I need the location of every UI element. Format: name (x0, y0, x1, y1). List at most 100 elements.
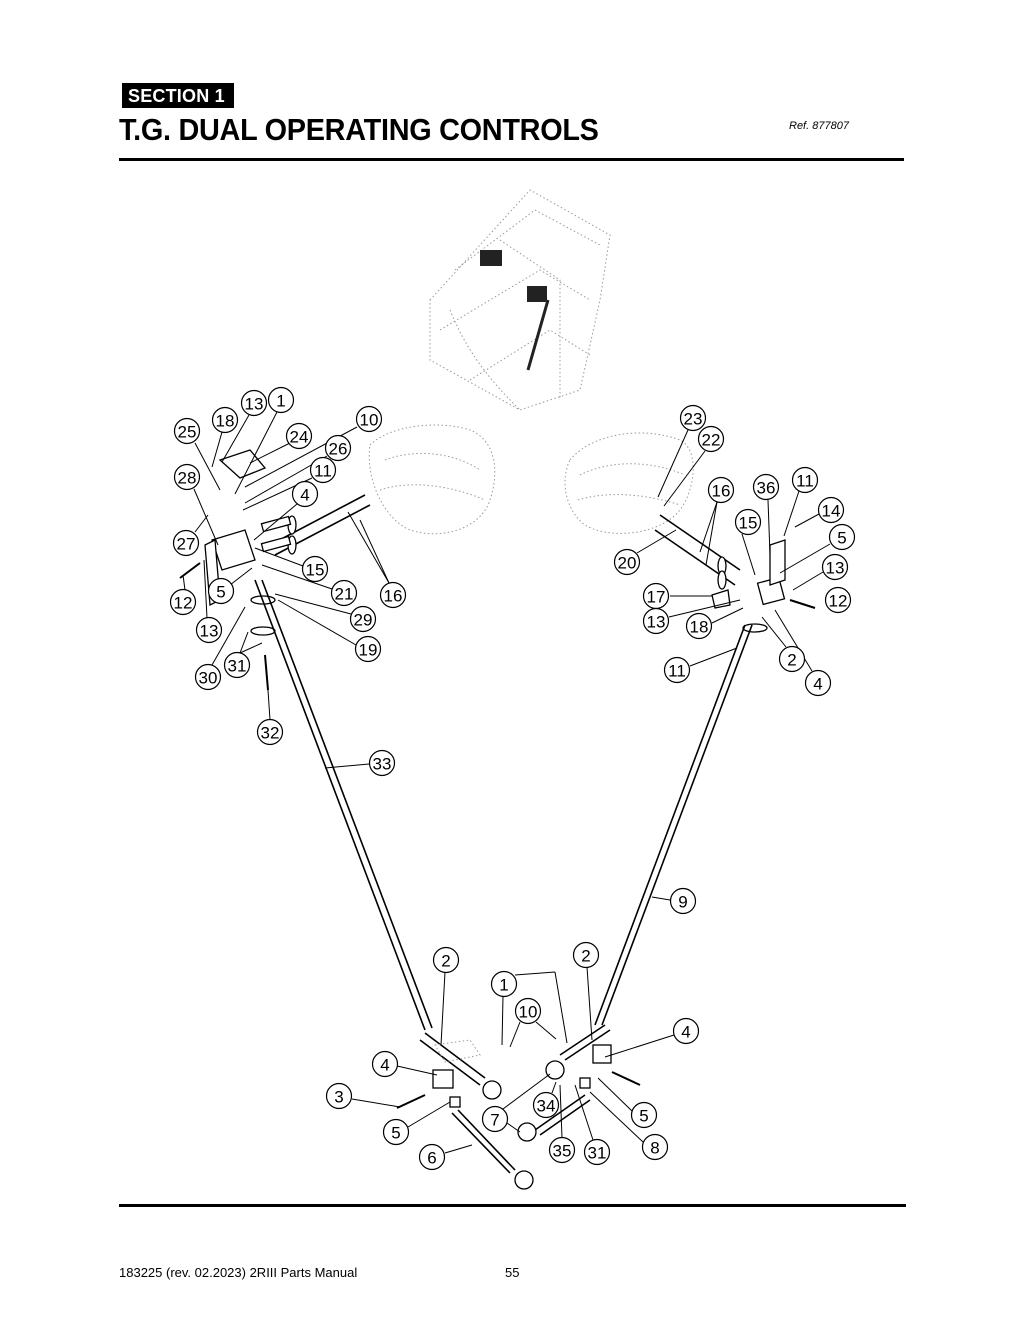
svg-text:18: 18 (690, 618, 709, 637)
part-callout-5: 5 (207, 577, 235, 605)
part-callout-36: 36 (752, 473, 780, 501)
svg-text:7: 7 (490, 1111, 499, 1130)
svg-text:5: 5 (216, 583, 225, 602)
part-callout-27: 27 (172, 529, 200, 557)
reference-number: Ref. 877807 (789, 120, 849, 132)
part-callout-13: 13 (240, 389, 268, 417)
svg-text:15: 15 (306, 561, 325, 580)
part-callout-2: 2 (432, 946, 460, 974)
svg-text:30: 30 (199, 669, 218, 688)
part-callout-7: 7 (481, 1105, 509, 1133)
svg-text:17: 17 (647, 588, 666, 607)
part-callout-34: 34 (532, 1091, 560, 1119)
right-engine-outline (564, 432, 694, 534)
svg-text:5: 5 (391, 1124, 400, 1143)
svg-text:29: 29 (354, 611, 373, 630)
part-callout-4: 4 (291, 480, 319, 508)
part-callout-30: 30 (194, 663, 222, 691)
part-callout-32: 32 (256, 718, 284, 746)
svg-text:32: 32 (261, 724, 280, 743)
section-badge: SECTION 1 (122, 83, 234, 108)
document-info: 183225 (rev. 02.2023) 2RIII Parts Manual (119, 1265, 358, 1280)
part-callout-11: 11 (663, 656, 691, 684)
svg-text:15: 15 (739, 514, 758, 533)
part-callout-22: 22 (697, 425, 725, 453)
part-callout-16: 16 (707, 476, 735, 504)
svg-text:11: 11 (314, 462, 332, 481)
part-callout-26: 26 (324, 434, 352, 462)
part-callout-5: 5 (382, 1118, 410, 1146)
part-callout-4: 4 (672, 1017, 700, 1045)
part-callout-6: 6 (418, 1143, 446, 1171)
part-callout-10: 10 (514, 997, 542, 1025)
svg-text:11: 11 (796, 472, 814, 491)
part-callout-2: 2 (778, 645, 806, 673)
svg-text:18: 18 (216, 412, 235, 431)
part-callout-13: 13 (821, 553, 849, 581)
svg-text:4: 4 (681, 1023, 690, 1042)
svg-text:23: 23 (684, 410, 703, 429)
svg-text:12: 12 (829, 592, 848, 611)
svg-text:10: 10 (519, 1003, 538, 1022)
svg-text:28: 28 (178, 469, 197, 488)
part-callout-21: 21 (330, 579, 358, 607)
svg-text:5: 5 (837, 529, 846, 548)
part-callout-29: 29 (349, 605, 377, 633)
part-callout-31: 31 (583, 1138, 611, 1166)
svg-text:2: 2 (441, 952, 450, 971)
svg-text:11: 11 (668, 662, 686, 681)
svg-text:24: 24 (290, 428, 309, 447)
svg-text:21: 21 (335, 585, 354, 604)
svg-text:2: 2 (581, 947, 590, 966)
svg-text:2: 2 (787, 651, 796, 670)
svg-text:31: 31 (228, 657, 247, 676)
part-callout-18: 18 (211, 406, 239, 434)
svg-text:33: 33 (373, 755, 392, 774)
part-callout-15: 15 (734, 508, 762, 536)
svg-text:26: 26 (329, 440, 348, 459)
part-callout-8: 8 (641, 1133, 669, 1161)
svg-text:13: 13 (200, 622, 219, 641)
part-callout-5: 5 (630, 1101, 658, 1129)
right-upper-assembly (654, 514, 816, 633)
part-callout-33: 33 (368, 749, 396, 777)
part-callout-15: 15 (301, 555, 329, 583)
part-callout-4: 4 (371, 1050, 399, 1078)
svg-text:22: 22 (702, 431, 721, 450)
part-callout-4: 4 (804, 669, 832, 697)
part-callout-1: 1 (267, 386, 295, 414)
part-callout-1: 1 (490, 970, 518, 998)
svg-text:1: 1 (499, 976, 508, 995)
part-callout-5: 5 (828, 523, 856, 551)
bottom-lever-assembly (396, 1024, 641, 1190)
svg-text:16: 16 (384, 587, 403, 606)
svg-text:13: 13 (245, 395, 264, 414)
svg-text:19: 19 (359, 641, 378, 660)
svg-text:34: 34 (537, 1097, 556, 1116)
left-upper-assembly (179, 449, 371, 691)
part-callout-17: 17 (642, 582, 670, 610)
svg-text:13: 13 (647, 613, 666, 632)
part-callout-25: 25 (173, 417, 201, 445)
svg-text:36: 36 (757, 479, 776, 498)
part-callout-18: 18 (685, 612, 713, 640)
svg-text:27: 27 (177, 535, 196, 554)
part-callout-11: 11 (791, 466, 819, 494)
part-callout-31: 31 (223, 651, 251, 679)
part-callout-14: 14 (817, 496, 845, 524)
right-control-rod (594, 624, 753, 1026)
svg-text:9: 9 (678, 893, 687, 912)
svg-text:20: 20 (618, 554, 637, 573)
svg-text:25: 25 (178, 423, 197, 442)
svg-text:10: 10 (360, 411, 379, 430)
svg-text:6: 6 (427, 1149, 436, 1168)
part-callout-16: 16 (379, 581, 407, 609)
part-callout-20: 20 (613, 548, 641, 576)
svg-text:4: 4 (300, 486, 309, 505)
part-callout-23: 23 (679, 404, 707, 432)
leader-lines (182, 411, 831, 1154)
part-callout-13: 13 (642, 607, 670, 635)
header-divider (119, 158, 904, 161)
